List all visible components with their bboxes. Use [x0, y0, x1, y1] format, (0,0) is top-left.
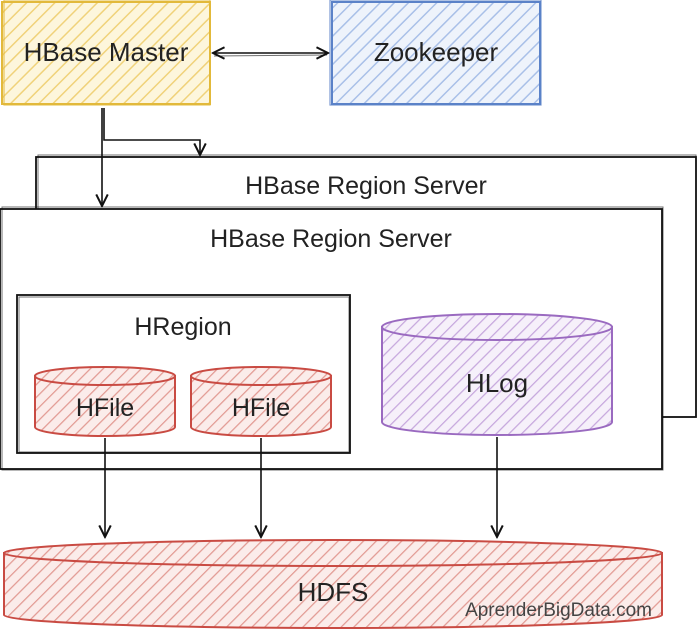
region-server-front-label: HBase Region Server [210, 225, 452, 253]
hdfs-cylinder: HDFS [3, 539, 663, 629]
hbase-master-label: HBase Master [24, 37, 189, 67]
hfile-1-label: HFile [76, 394, 134, 422]
hdfs-label: HDFS [298, 577, 369, 607]
watermark-text: AprenderBigData.com [465, 600, 652, 621]
hfile-2-label: HFile [232, 394, 290, 422]
zookeeper-node: Zookeeper [329, 0, 542, 106]
zookeeper-label: Zookeeper [374, 37, 499, 67]
hbase-master-node: HBase Master [1, 0, 211, 106]
hfile-2-cylinder: HFile [190, 366, 332, 437]
master-to-region-server-back-connector [103, 108, 200, 155]
hregion-label: HRegion [134, 313, 231, 341]
hfile-1-cylinder: HFile [34, 366, 176, 437]
hlog-label: HLog [466, 368, 528, 398]
hlog-cylinder: HLog [381, 313, 613, 436]
region-server-back-label: HBase Region Server [245, 172, 487, 200]
